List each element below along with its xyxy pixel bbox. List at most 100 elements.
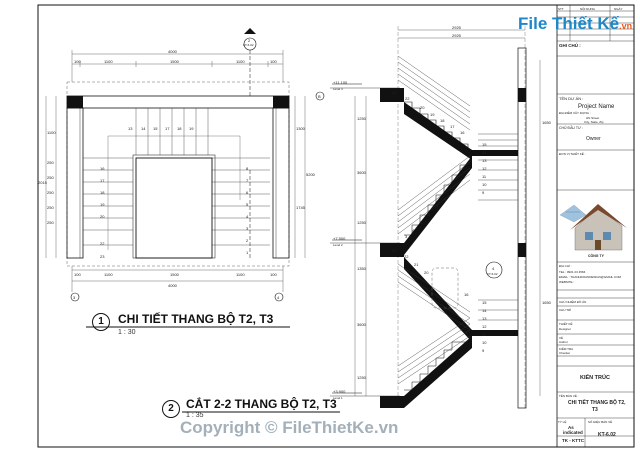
- step-number: 16: [100, 166, 105, 171]
- step-number: 10: [482, 182, 487, 187]
- plan-left-dim: 250: [47, 220, 54, 225]
- step-number: 22: [100, 241, 105, 246]
- step-number: 21: [414, 262, 419, 267]
- step-number: 23: [392, 248, 397, 253]
- project-name: Project Name: [578, 104, 615, 110]
- plan-dim-overall: 4000: [168, 49, 177, 54]
- scale-label: TỶ LỆ: [558, 420, 567, 424]
- website: WEBSITE :: [559, 280, 575, 284]
- email: EMAIL : THANHDOANDESIGN@GMAIL.COM: [559, 275, 622, 279]
- step-number: 6: [246, 190, 249, 195]
- step-number: 5: [246, 202, 249, 207]
- step-number: 14: [482, 150, 487, 155]
- plan-left-dim: 250: [47, 205, 54, 210]
- rev-header-content: NỘI DUNG: [580, 7, 595, 11]
- step-number: 19: [430, 112, 435, 117]
- checker-name: Checker: [559, 351, 571, 355]
- sheet-number-label: SỐ HIỆU BẢN VẼ: [588, 420, 613, 424]
- section-tag-ref: KT-6.02: [243, 43, 254, 47]
- design-label: THIẾT KẾ: [559, 322, 573, 326]
- step-number: 5: [420, 220, 423, 225]
- section-left-dim: 1250: [357, 116, 366, 121]
- plan-dim: 100: [74, 59, 81, 64]
- step-number: 15: [482, 300, 487, 305]
- plan-view-scale: 1 : 30: [118, 329, 136, 336]
- step-number: 14: [482, 308, 487, 313]
- plan-dim: 1100: [104, 272, 113, 277]
- location-label: ĐỊA ĐIỂM XÂY DỰNG :: [559, 111, 591, 115]
- plan-left-dim: 250: [47, 175, 54, 180]
- level-label: Level 1: [333, 396, 343, 400]
- plan-dim: 1500: [170, 59, 179, 64]
- section-view-title: CẮT 2-2 THANG BỘ T2, T3: [186, 397, 337, 411]
- plan-dim-overall-bottom: 4000: [168, 283, 177, 288]
- step-number: 4: [246, 214, 249, 219]
- detail-tag-ref: KT-6.02: [487, 272, 498, 276]
- owner-name: Owner: [586, 136, 601, 142]
- step-number: 16: [464, 292, 469, 297]
- checked-label: KIỂM TRA: [559, 347, 574, 351]
- sheet-name-label: TÊN BẢN VẼ :: [559, 394, 579, 398]
- designer-name: Designer: [559, 327, 572, 331]
- step-number: 13: [482, 316, 487, 321]
- section-dim-top: 2925: [452, 33, 461, 38]
- detail-tag-number: 4: [492, 266, 495, 271]
- step-number: 13: [128, 126, 133, 131]
- plan-right-dim: 5200: [306, 172, 315, 177]
- step-number: 18: [100, 190, 105, 195]
- step-number: 2: [246, 238, 249, 243]
- step-number: 3: [405, 234, 408, 239]
- company-logo-image: [559, 204, 627, 251]
- step-number: 7: [246, 178, 249, 183]
- step-number: 19: [189, 126, 194, 131]
- address-line-1: HN Street: [586, 116, 600, 120]
- step-number: 8: [246, 166, 249, 171]
- axis-label: 3: [73, 295, 76, 300]
- step-number: 18: [440, 118, 445, 123]
- step-number: 19: [100, 202, 105, 207]
- stair-plan: [45, 28, 306, 328]
- section-right-dim: 1650: [542, 300, 551, 305]
- step-number: 1: [246, 250, 249, 255]
- lead-label: CHỦ TRÌ: [559, 308, 572, 312]
- plan-dim: 100: [74, 272, 81, 277]
- section-tag-number: 2: [248, 38, 251, 43]
- plan-dim: 100: [270, 272, 277, 277]
- logo-suffix: .vn: [619, 21, 633, 31]
- step-number: 9: [482, 190, 485, 195]
- plan-dim: 1500: [170, 272, 179, 277]
- plan-left-dim: 1100: [47, 130, 56, 135]
- step-number: 15: [153, 126, 158, 131]
- address-line-2: City, State, Zip: [584, 120, 604, 124]
- section-right-dim: 1650: [542, 120, 551, 125]
- section-view-number: 2: [162, 400, 180, 418]
- scale-value-1: As: [568, 425, 574, 430]
- drawn-label: VẼ: [559, 336, 564, 340]
- step-number: 13: [482, 158, 487, 163]
- logo-text: File Thiết Kế: [518, 14, 620, 33]
- plan-right-dim: 1745: [296, 205, 305, 210]
- plan-dim: 1100: [236, 59, 245, 64]
- file-thiet-ke-logo: File Thiết Kế.vn: [518, 14, 632, 34]
- plan-right-dim: 1300: [296, 126, 305, 131]
- plan-left-dim: 250: [47, 160, 54, 165]
- axis-label: 4: [277, 295, 280, 300]
- step-number: 10: [482, 340, 487, 345]
- sheet-number: KT-6.02: [598, 432, 616, 438]
- phase: TK - KTTC: [562, 438, 584, 443]
- step-number: 17: [450, 124, 455, 129]
- level-elevation: +3.900: [333, 389, 346, 394]
- author-name: Author: [559, 340, 568, 344]
- plan-left-dim-total: 2015: [38, 180, 47, 185]
- section-left-dim: 1250: [357, 375, 366, 380]
- section-dim-top: 2925: [452, 25, 461, 30]
- copyright-watermark: Copyright © FileThietKe.vn: [180, 418, 399, 437]
- step-number: 8: [444, 196, 447, 201]
- section-left-dim: 3600: [357, 322, 366, 327]
- plan-view-title: CHI TIẾT THANG BỘ T2, T3: [118, 312, 274, 326]
- project-label: TÊN DỰ ÁN :: [559, 96, 584, 101]
- step-number: 11: [482, 332, 487, 337]
- step-number: 17: [165, 126, 170, 131]
- level-label: Level 2: [333, 243, 343, 247]
- plan-left-dim: 250: [47, 190, 54, 195]
